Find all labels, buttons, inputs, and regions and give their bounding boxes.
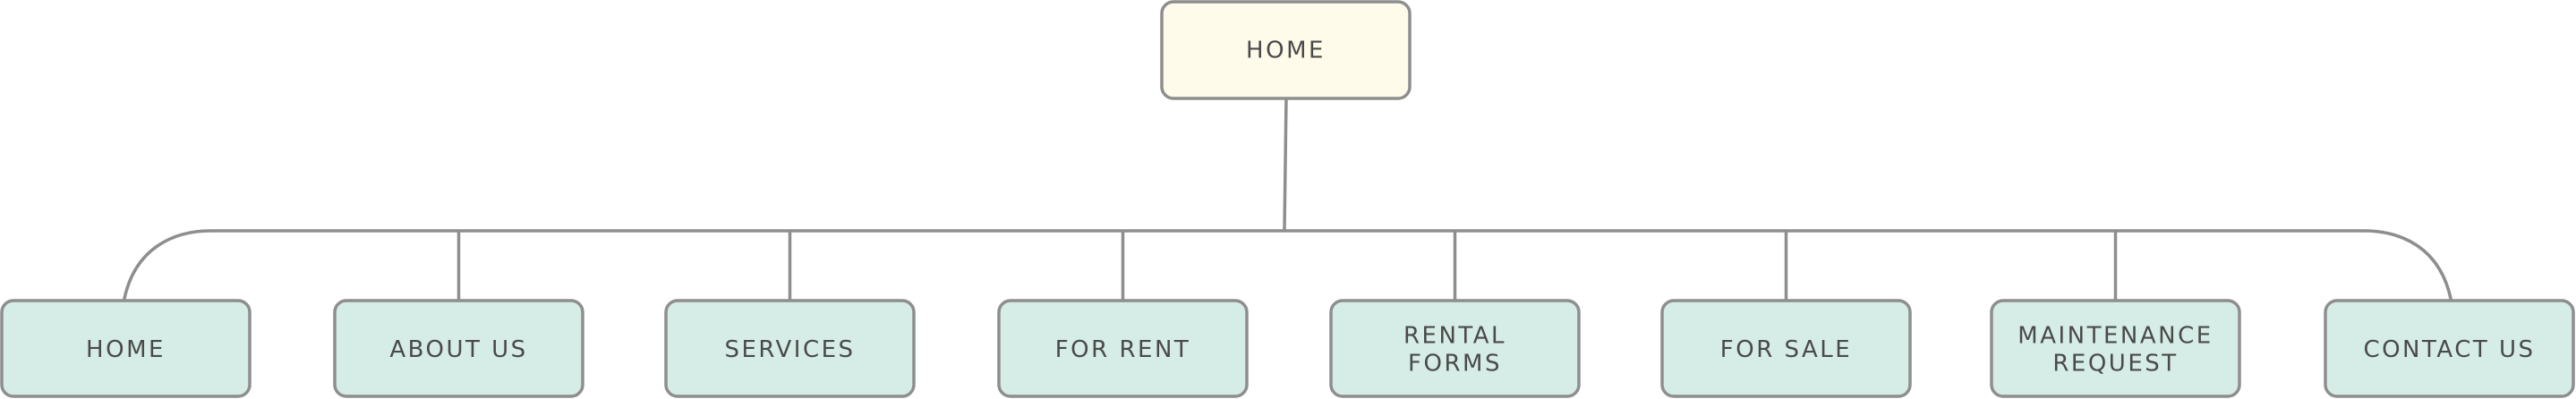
child-node[interactable]: FOR SALE <box>1660 299 1912 398</box>
child-node-box <box>333 299 584 398</box>
child-node-box <box>1990 299 2241 398</box>
child-node-label: HOME <box>86 336 166 363</box>
child-node[interactable]: CONTACT US <box>2324 299 2575 398</box>
child-node-label: RENTAL <box>1403 323 1506 350</box>
child-node-label: CONTACT US <box>2363 336 2535 363</box>
child-node-label: REQUEST <box>2052 351 2178 378</box>
child-node[interactable]: ABOUT US <box>333 299 584 398</box>
root-node[interactable]: HOME <box>1160 0 1412 100</box>
child-node-box <box>1329 299 1581 398</box>
child-node[interactable]: HOME <box>0 299 252 398</box>
connector-lines <box>122 98 2453 301</box>
root-node-label: HOME <box>1246 38 1326 64</box>
child-node-label: ABOUT US <box>389 336 527 363</box>
child-node-box <box>1660 299 1912 398</box>
child-node-label: FORMS <box>1408 351 1502 378</box>
child-node-label: FOR SALE <box>1720 336 1852 363</box>
child-node-label: SERVICES <box>724 336 855 363</box>
child-node-label: FOR RENT <box>1055 336 1191 363</box>
child-node[interactable]: SERVICES <box>664 299 916 398</box>
bus-connector <box>122 229 2453 301</box>
root-node-box <box>1160 0 1412 100</box>
child-node-box <box>664 299 916 398</box>
child-node-label: MAINTENANCE <box>2017 323 2213 350</box>
child-node-box <box>2324 299 2575 398</box>
child-node-box <box>0 299 252 398</box>
root-connector <box>1283 98 1288 232</box>
child-node-box <box>997 299 1249 398</box>
child-node[interactable]: FOR RENT <box>997 299 1249 398</box>
